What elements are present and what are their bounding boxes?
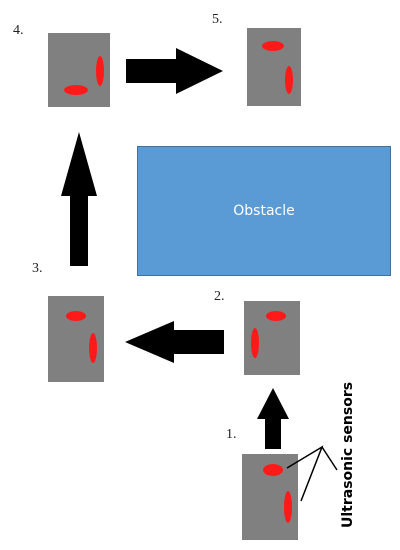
sensor-callout-link: [321, 446, 338, 471]
arrow-up-step-1-to-2: [257, 388, 289, 449]
robot-5-sensor-front: [262, 41, 284, 51]
step-label-1: 1.: [226, 427, 237, 442]
robot-5-body: [247, 28, 301, 106]
step-label-4: 4.: [13, 23, 24, 38]
robot-4-sensor-side: [96, 56, 104, 86]
ultrasonic-sensors-label: Ultrasonic sensors: [340, 381, 356, 528]
obstacle-label: Obstacle: [233, 203, 295, 219]
robot-4-sensor-front: [64, 85, 88, 95]
robot-1-sensor-side: [284, 491, 292, 523]
step-label-5: 5.: [212, 12, 223, 27]
robot-3: [48, 296, 104, 382]
step-label-2: 2.: [214, 289, 225, 304]
robot-2-sensor-front: [266, 311, 286, 321]
arrow-up-step-3-to-4: [61, 132, 97, 266]
arrow-left-step-2-to-3: [125, 321, 224, 363]
robot-3-sensor-front: [66, 311, 86, 321]
obstacle-box: Obstacle: [137, 146, 391, 276]
robot-5-sensor-side: [285, 66, 293, 94]
robot-5: [247, 28, 301, 106]
robot-2-sensor-side: [251, 328, 259, 358]
robot-3-sensor-side: [89, 333, 97, 363]
arrow-right-step-4-to-5: [126, 48, 223, 94]
robot-1-sensor-front: [263, 464, 283, 476]
robot-1: [242, 454, 298, 540]
robot-4: [48, 33, 110, 107]
robot-2: [244, 301, 300, 375]
step-label-3: 3.: [32, 261, 43, 276]
